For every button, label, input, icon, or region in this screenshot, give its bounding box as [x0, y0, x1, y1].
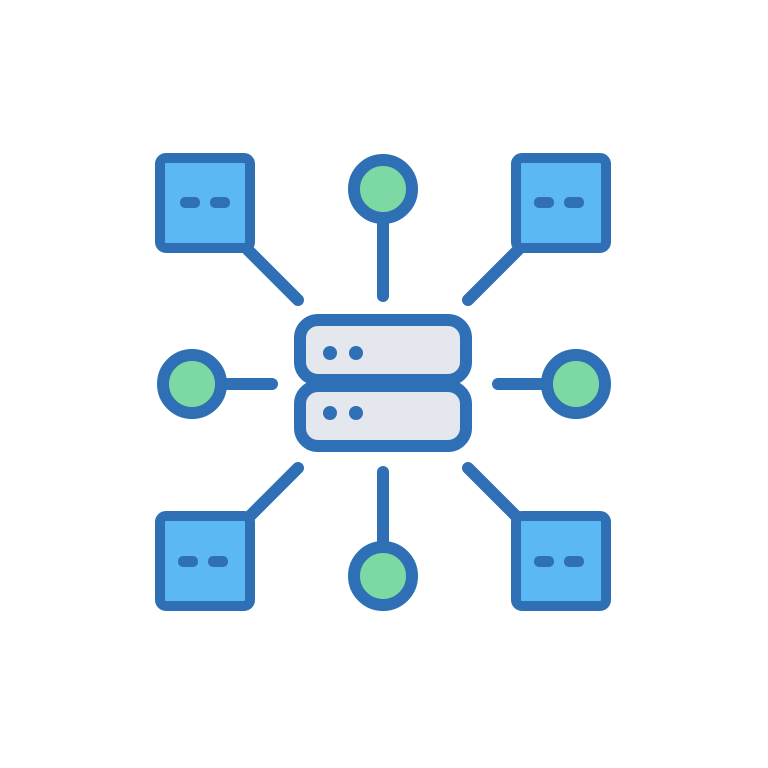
client-slot-left	[180, 197, 200, 208]
client-slot	[178, 556, 198, 567]
connector-top-left	[242, 244, 304, 306]
client-bottom-right	[511, 511, 611, 611]
server-indicator-dot	[349, 346, 363, 360]
server-indicator-dot	[323, 346, 337, 360]
client-box	[155, 153, 255, 253]
client-box	[511, 153, 611, 253]
endpoint-left	[157, 349, 227, 419]
endpoint-right	[541, 349, 611, 419]
server-indicator-dot	[349, 406, 363, 420]
client-slot-right	[210, 197, 230, 208]
client-slot	[208, 556, 228, 567]
connector-bottom-left	[242, 462, 304, 524]
client-box	[511, 511, 611, 611]
connector-top-right	[462, 244, 524, 306]
server	[294, 314, 472, 452]
client-box	[155, 511, 255, 611]
connectors	[220, 216, 548, 550]
client-slot	[564, 197, 584, 208]
client-top-right	[511, 153, 611, 253]
client-top-left	[155, 153, 255, 253]
client-slot	[534, 197, 554, 208]
client-slot	[534, 556, 554, 567]
server-unit-bottom	[294, 380, 472, 452]
endpoint-bottom	[348, 541, 418, 611]
connector-bottom-right	[462, 462, 524, 524]
client-slot	[564, 556, 584, 567]
client-bottom-left	[155, 511, 255, 611]
endpoint-nodes	[157, 154, 611, 611]
endpoint-top	[348, 154, 418, 224]
server-indicator-dot	[323, 406, 337, 420]
